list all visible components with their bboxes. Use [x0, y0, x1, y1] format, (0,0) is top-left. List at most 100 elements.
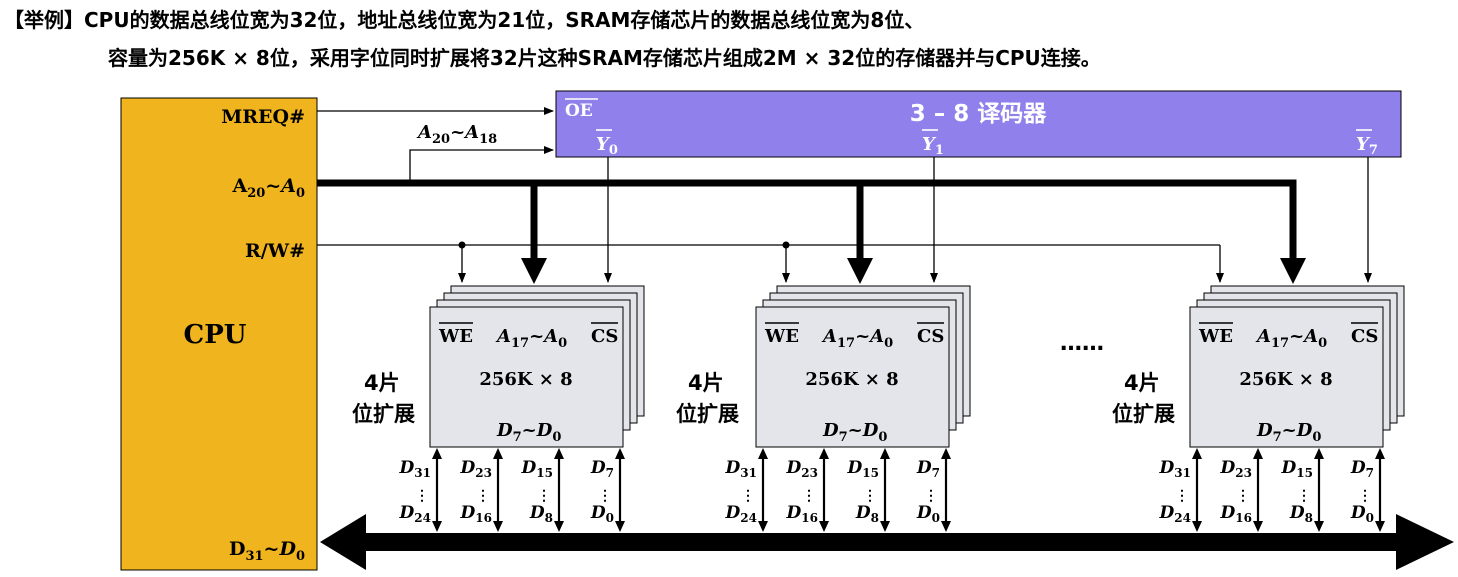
data-line-vertical-ellipsis: ⋮ — [1175, 488, 1189, 504]
chip-capacity-label: 256K × 8 — [1239, 369, 1332, 390]
data-line-bottom-label: D24 — [1159, 503, 1191, 525]
data-line-arrow-up — [554, 448, 564, 459]
decoder-input-label: A20~A18 — [416, 122, 497, 147]
address-bus-arrow-2 — [847, 258, 873, 284]
data-line-bottom-label: D16 — [1220, 503, 1252, 525]
chip-group-1: WE A17~A0 CS 256K × 8 D7~D0 — [429, 285, 645, 448]
data-line-arrow-up — [1375, 448, 1385, 459]
data-line-arrow-down — [432, 521, 442, 532]
data-line-top-label: D7 — [1350, 458, 1374, 480]
data-line-bottom-label: D16 — [460, 503, 492, 525]
data-line-arrow-up — [941, 448, 951, 459]
sram-chip — [1189, 306, 1384, 448]
data-line-arrow-up — [1192, 448, 1202, 459]
data-line-top-label: D15 — [847, 458, 879, 480]
data-line-arrow-down — [941, 521, 951, 532]
data-line-bottom-label: D8 — [855, 503, 879, 525]
address-bus-arrow-3 — [1280, 258, 1306, 284]
decoder-y7-label: Y7 — [1356, 134, 1378, 158]
data-line-vertical-ellipsis: ⋮ — [863, 488, 877, 504]
sram-chip — [429, 306, 624, 448]
data-line-top-label: D23 — [460, 458, 492, 480]
sram-chip — [755, 306, 950, 448]
data-line-vertical-ellipsis: ⋮ — [802, 488, 816, 504]
data-line-top-label: D15 — [1281, 458, 1313, 480]
data-line-vertical-ellipsis: ⋮ — [1358, 488, 1372, 504]
data-line-top-label: D23 — [1220, 458, 1252, 480]
data-line-vertical-ellipsis: ⋮ — [741, 488, 755, 504]
decoder-y0-label: Y0 — [596, 134, 618, 158]
data-line-bottom-label: D16 — [786, 503, 818, 525]
data-line-top-label: D31 — [1159, 458, 1191, 480]
data-line-top-label: D31 — [725, 458, 757, 480]
data-line-top-label: D7 — [916, 458, 940, 480]
data-line-bottom-label: D8 — [529, 503, 553, 525]
chip-address-label: A17~A0 — [495, 326, 567, 351]
chip-data-label: D7~D0 — [496, 420, 561, 445]
data-line-arrow-up — [758, 448, 768, 459]
chip-we-label: WE — [764, 326, 799, 347]
data-bus-arrow-right — [1396, 514, 1454, 570]
decoder-block — [555, 90, 1402, 158]
data-line-arrow-down — [819, 521, 829, 532]
chip-data-label: D7~D0 — [1256, 420, 1321, 445]
group-label-2-line2: 位扩展 — [676, 402, 739, 426]
address-bus — [317, 179, 1297, 258]
data-line-connectors: D31⋮D24D23⋮D16D15⋮D8D7⋮D0D31⋮D24D23⋮D16D… — [399, 448, 1385, 532]
data-line-arrow-up — [432, 448, 442, 459]
data-line-vertical-ellipsis: ⋮ — [1236, 488, 1250, 504]
title-line-1: 【举例】CPU的数据总线位宽为32位，地址总线位宽为21位，SRAM存储芯片的数… — [4, 8, 925, 32]
data-line-arrow-up — [819, 448, 829, 459]
data-line-arrow-up — [493, 448, 503, 459]
data-line-bottom-label: D0 — [1350, 503, 1374, 525]
chip-address-label: A17~A0 — [821, 326, 893, 351]
chip-address-label: A17~A0 — [1255, 326, 1327, 351]
mreq-label: MREQ# — [221, 106, 305, 128]
data-line-arrow-down — [554, 521, 564, 532]
chip-capacity-label: 256K × 8 — [805, 369, 898, 390]
chip-we-label: WE — [438, 326, 473, 347]
data-line-vertical-ellipsis: ⋮ — [476, 488, 490, 504]
rw-label: R/W# — [245, 240, 305, 262]
cpu-label: CPU — [184, 320, 247, 350]
data-line-arrow-down — [493, 521, 503, 532]
chip-we-label: WE — [1198, 326, 1233, 347]
data-line-vertical-ellipsis: ⋮ — [1297, 488, 1311, 504]
group-label-3-line1: 4片 — [1124, 371, 1160, 395]
data-line-top-label: D31 — [399, 458, 431, 480]
data-line-arrow-up — [615, 448, 625, 459]
data-line-arrow-up — [1314, 448, 1324, 459]
data-line-arrow-down — [758, 521, 768, 532]
cpu-address-label: A20~A0 — [231, 175, 305, 201]
chip-group-3: WE A17~A0 CS 256K × 8 D7~D0 — [1189, 285, 1405, 448]
data-line-arrow-down — [1253, 521, 1263, 532]
group-label-3-line2: 位扩展 — [1112, 402, 1175, 426]
chip-cs-label: CS — [1351, 326, 1378, 347]
data-line-bottom-label: D8 — [1289, 503, 1313, 525]
chip-capacity-label: 256K × 8 — [479, 369, 572, 390]
decoder-title: 3 – 8 译码器 — [910, 101, 1048, 127]
data-line-vertical-ellipsis: ⋮ — [537, 488, 551, 504]
data-line-bottom-label: D0 — [590, 503, 614, 525]
data-line-bottom-label: D24 — [399, 503, 431, 525]
data-line-arrow-down — [880, 521, 890, 532]
data-line-arrow-up — [880, 448, 890, 459]
data-line-arrow-down — [615, 521, 625, 532]
data-bus — [356, 533, 1406, 551]
data-line-vertical-ellipsis: ⋮ — [924, 488, 938, 504]
data-line-top-label: D7 — [590, 458, 614, 480]
chip-data-label: D7~D0 — [822, 420, 887, 445]
data-line-vertical-ellipsis: ⋮ — [598, 488, 612, 504]
data-line-arrow-down — [1192, 521, 1202, 532]
data-line-arrow-up — [1253, 448, 1263, 459]
data-line-arrow-down — [1314, 521, 1324, 532]
decoder-y1-label: Y1 — [922, 134, 944, 158]
chip-group-2: WE A17~A0 CS 256K × 8 D7~D0 — [755, 285, 971, 448]
group-label-2-line1: 4片 — [688, 371, 724, 395]
group-label-1-line1: 4片 — [364, 371, 400, 395]
title-line-2: 容量为256K × 8位，采用字位同时扩展将32片这种SRAM存储芯片组成2M … — [108, 46, 1101, 70]
data-line-arrow-down — [1375, 521, 1385, 532]
data-line-vertical-ellipsis: ⋮ — [415, 488, 429, 504]
chip-cs-label: CS — [917, 326, 944, 347]
